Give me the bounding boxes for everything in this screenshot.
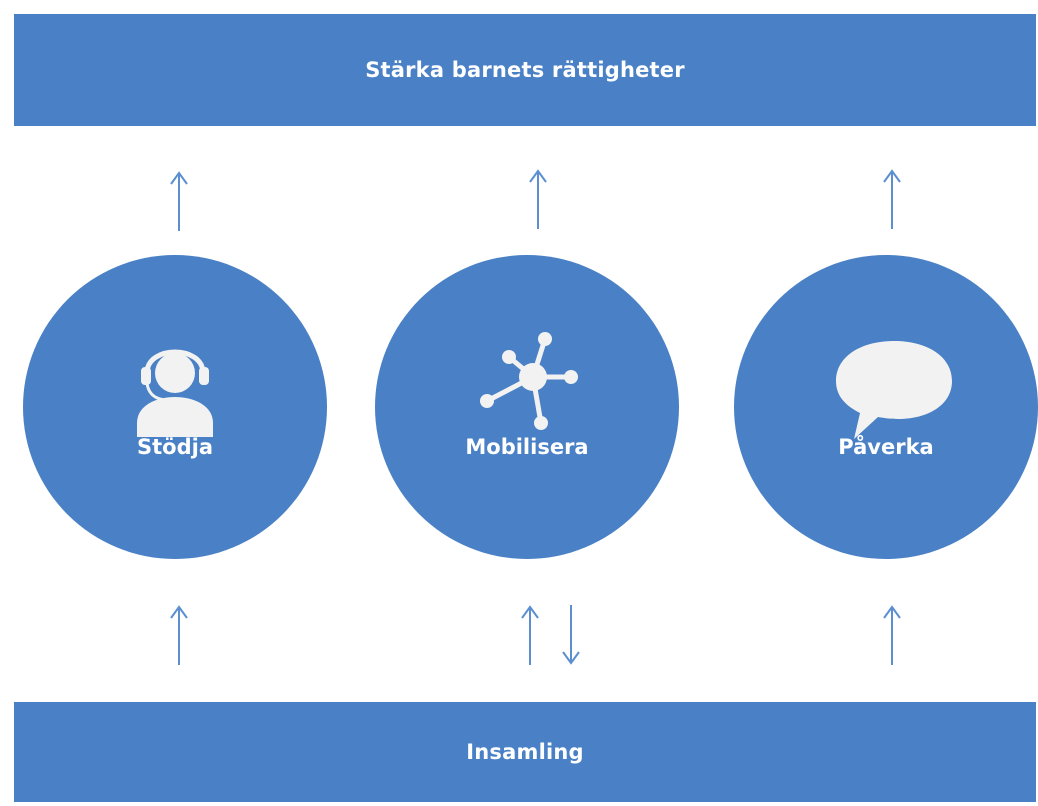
pillar-paverka: Påverka	[734, 255, 1038, 559]
pillar-stodja-label: Stödja	[137, 435, 213, 459]
speech-bubble-icon	[836, 341, 952, 439]
pillar-stodja: Stödja	[23, 255, 327, 559]
bottom-banner: Insamling	[14, 702, 1036, 802]
arrow-up-stodja-to-top	[170, 171, 188, 231]
arrow-up-mobilisera-to-top	[529, 169, 547, 229]
headset-person-icon	[137, 349, 213, 437]
arrow-up-paverka-to-top	[883, 169, 901, 229]
bottom-banner-label: Insamling	[466, 740, 584, 764]
arrow-down-mobilisera-to-insamling	[562, 605, 580, 665]
arrow-up-insamling-to-stodja	[170, 605, 188, 665]
arrow-up-insamling-to-mobilisera	[521, 605, 539, 665]
top-banner: Stärka barnets rättigheter	[14, 14, 1036, 126]
pillar-paverka-label: Påverka	[838, 435, 934, 459]
pillar-mobilisera: Mobilisera	[375, 255, 679, 559]
arrow-up-insamling-to-paverka	[883, 605, 901, 665]
network-hub-icon	[480, 332, 578, 430]
pillar-mobilisera-label: Mobilisera	[465, 435, 589, 459]
top-banner-label: Stärka barnets rättigheter	[365, 58, 685, 82]
